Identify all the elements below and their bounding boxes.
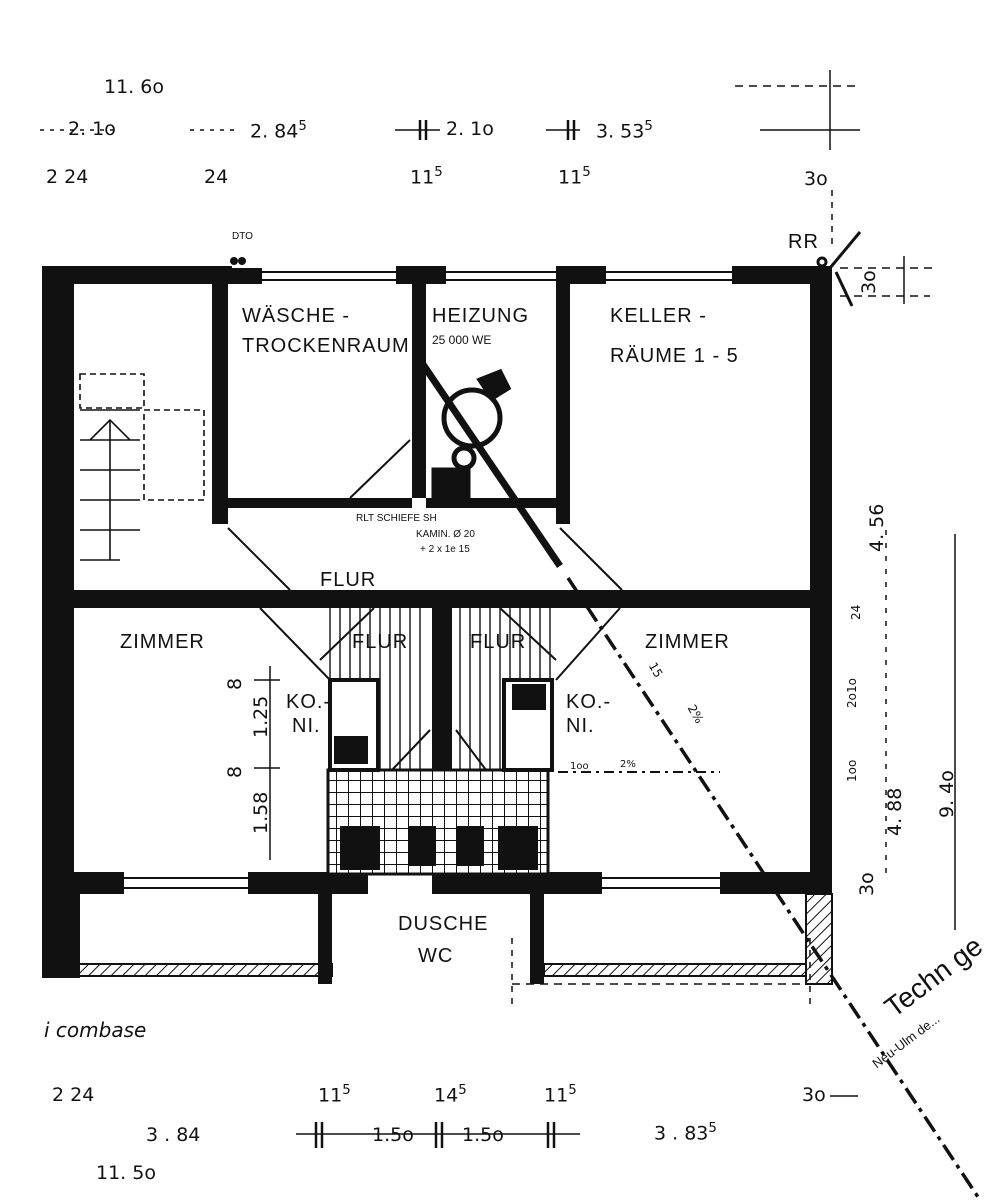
dim-bottom-w2-base: 11 [318,1084,343,1107]
label-dto: DTO [232,231,253,242]
dim-bottom-w2: 115 [318,1084,351,1105]
dimension-ticks [314,120,576,1148]
dim-pipe-2: 2% [620,759,636,770]
dim-koni-158: 1.58 [250,791,272,834]
dim-bottom-w4-base: 11 [544,1084,569,1107]
dim-top-w3-sup: 5 [434,165,443,180]
dim-bottom-d4: 3 . 835 [654,1122,717,1143]
dim-side-bot-30: 3o [856,872,878,896]
label-koni-left-2: NI. [292,715,321,737]
wall-right [810,268,832,888]
dim-side-100: 1oo [845,759,859,782]
outer-walls [42,266,832,978]
dim-bottom-d4-sup: 5 [708,1121,717,1136]
koni-right [502,678,554,772]
label-wc: WC [418,945,454,967]
dim-pipe-100: 1oo [570,761,589,772]
label-kamin-2: KAMIN. Ø 20 [416,529,475,540]
label-koni-left-1: KO.- [286,691,332,713]
dim-side-2010: 2o1o [845,678,859,708]
dim-bottom-total: 11. 5o [96,1162,156,1184]
dim-bottom-d1: 3 . 84 [146,1124,201,1146]
dim-side-top-30: 3o [858,270,880,294]
label-kamin-1: RLT SCHIEFE SH [356,513,437,524]
dim-bottom-w2-sup: 5 [342,1083,351,1098]
dim-bottom-w1: 2 24 [52,1084,95,1106]
dim-top-w2: 24 [204,166,229,188]
wall-bottom-left [74,872,124,894]
balconies [73,893,833,985]
label-keller: KELLER - [610,305,707,327]
wall-bottom-right [720,872,832,894]
boiler [417,358,563,568]
dim-top-d2-sup: 5 [298,119,307,134]
dim-koni-125: 1.25 [250,695,272,738]
koni-left [328,678,380,772]
label-heizung: HEIZUNG [432,305,529,327]
dim-koni-8b: 8 [224,765,246,778]
dim-top-total: 11. 6o [104,76,164,98]
rain-pipe [816,231,862,307]
dim-top-w4: 115 [558,166,591,187]
dim-top-d2: 2. 845 [250,120,307,141]
dim-bottom-d4-base: 3 . 83 [654,1122,709,1145]
wall-top-2 [232,268,262,284]
dim-bottom-w3-base: 14 [434,1084,459,1107]
label-flur-left: FLUR [352,631,409,653]
windows [124,271,732,889]
dto-marker [230,257,246,265]
wall-left [42,266,74,978]
dim-koni-8a: 8 [224,677,246,690]
label-dusche: DUSCHE [398,913,489,935]
label-heizung-note: 25 000 WE [432,333,492,347]
dim-side-24: 24 [849,604,863,620]
dim-top-w4-base: 11 [558,166,583,189]
dim-top-d3: 2. 1o [446,118,494,140]
dim-top-d1: 2. 1o [68,118,116,140]
dim-top-w1: 2 24 [46,166,89,188]
label-kamin-3: + 2 x 1e 15 [420,544,470,555]
label-raeume: RÄUME 1 - 5 [610,345,739,367]
wall-top-4 [556,266,606,284]
dim-bottom-d3: 1.5o [462,1124,504,1146]
label-koni-right-2: NI. [566,715,595,737]
label-flur-main: FLUR [320,569,377,591]
dim-bottom-w3-sup: 5 [458,1083,467,1098]
sanitary-fixtures [340,826,538,870]
dim-top-w3-base: 11 [410,166,435,189]
wall-top-5 [732,266,832,284]
label-rr: RR [788,231,819,253]
dim-top-w3: 115 [410,166,443,187]
dim-top-d4-base: 3. 53 [596,120,645,143]
dim-bottom-w4-sup: 5 [568,1083,577,1098]
dim-top-d4: 3. 535 [596,120,653,141]
dim-bottom-w3: 145 [434,1084,467,1105]
label-waesche: WÄSCHE - [242,305,350,327]
dim-bottom-d2: 1.5o [372,1124,414,1146]
label-koni-right-1: KO.- [566,691,612,713]
wall-bottom-mid-r [452,872,602,894]
label-flur-right: FLUR [470,631,527,653]
stair [79,373,205,561]
dim-top-w4-sup: 5 [582,165,591,180]
door-swings [227,439,623,771]
dim-top-d2-base: 2. 84 [250,120,299,143]
label-zimmer-left: ZIMMER [120,631,205,653]
dim-side-488: 4. 88 [884,787,906,836]
wall-top-1 [42,266,232,284]
dim-bottom-w5: 3o [802,1084,826,1106]
dim-side-456: 4. 56 [866,503,888,552]
wall-bottom-mid-l [248,872,368,894]
dim-bottom-w4: 115 [544,1084,577,1105]
wall-top-3 [396,266,446,284]
wall-mid-h [74,590,832,608]
label-trockenraum: TROCKENRAUM [242,335,410,357]
dim-top-d4-sup: 5 [644,119,653,134]
drain-line [558,577,982,1200]
handwritten-signature: i combase [44,1018,147,1042]
dim-top-w5: 3o [804,168,828,190]
dim-side-940: 9. 4o [936,770,958,818]
label-zimmer-right: ZIMMER [645,631,730,653]
